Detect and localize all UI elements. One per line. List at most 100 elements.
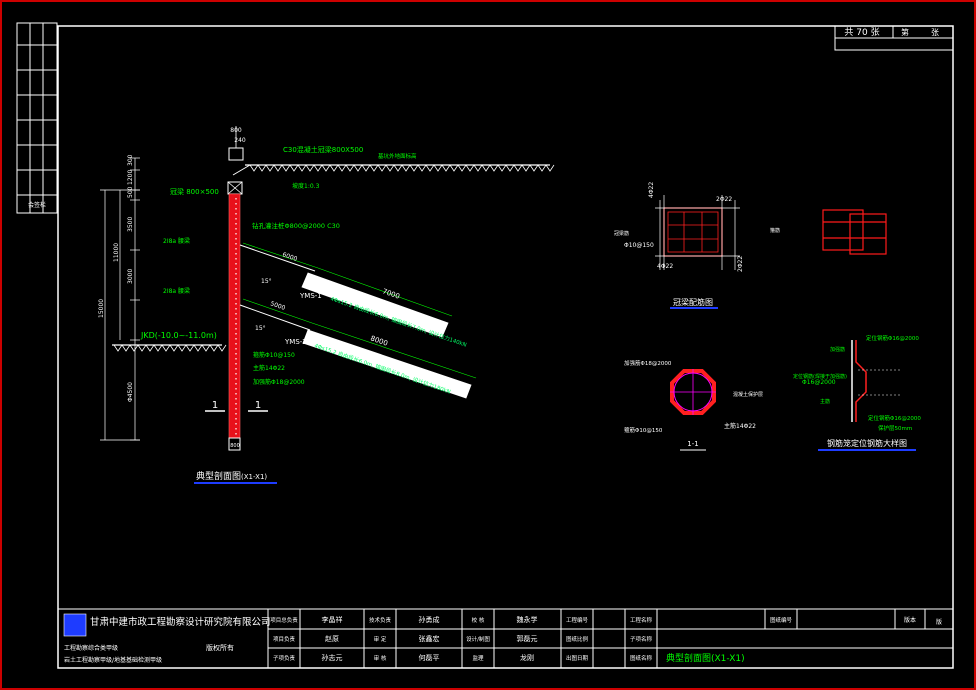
- detail-text-5: 主筋: [820, 398, 830, 405]
- pile-rebar-mark: [235, 433, 237, 435]
- title-block-name: 郭磊元: [517, 634, 538, 643]
- pile-rebar-mark: [235, 403, 237, 405]
- soil-hatch-mark: [249, 164, 259, 172]
- rebar-detail-title: 钢筋笼定位钢筋大样图: [827, 438, 907, 448]
- circle-right-label: 混凝土保护层: [733, 391, 763, 398]
- ground-hatch-bottom: [113, 344, 227, 352]
- field-label2-0: 工程名称: [630, 616, 653, 624]
- level-text: JKD(-10.0~-11.0m): [140, 331, 217, 340]
- soil-hatch-mark: [217, 344, 227, 352]
- title-block-role: 项目负责: [273, 635, 296, 643]
- pile-rebar-mark: [235, 383, 237, 385]
- soil-hatch-mark: [337, 164, 347, 172]
- title-block-role: 项目总负责: [270, 616, 298, 624]
- soil-hatch-mark: [321, 164, 331, 172]
- pile-rebar-mark: [235, 313, 237, 315]
- soil-hatch-mark: [129, 344, 139, 352]
- capbeam-side-bar: 2Φ22: [737, 256, 744, 272]
- soil-hatch-mark: [193, 344, 203, 352]
- pile-rebar-mark: [235, 353, 237, 355]
- soil-hatch-mark: [145, 344, 155, 352]
- pile-rebar-mark: [235, 348, 237, 350]
- circle-rebar-2: 箍筋Φ10@150: [624, 426, 663, 434]
- detail-text-2: 加强筋: [830, 346, 845, 353]
- dim-11000: 11000: [113, 243, 120, 262]
- capbeam-right-label: 箍筋: [770, 227, 780, 234]
- slope-line: [232, 164, 251, 176]
- title-block-name: 赵原: [325, 634, 339, 643]
- soil-hatch-mark: [497, 164, 507, 172]
- title-block-name: 孙勇成: [419, 615, 440, 624]
- soil-hatch-mark: [385, 164, 395, 172]
- pile-rebar-mark: [235, 323, 237, 325]
- dim-1200: 1200: [127, 170, 134, 185]
- pile-rebar-mark: [235, 393, 237, 395]
- company-logo: [63, 613, 87, 637]
- pile-rebar-mark: [235, 318, 237, 320]
- circle-section-title: 1-1: [687, 440, 698, 448]
- pile-rebar-mark: [235, 198, 237, 200]
- capbeam-bottom-bar: 4Φ22: [657, 263, 673, 270]
- pile-rebar-mark: [235, 233, 237, 235]
- dim-4500: Φ4500: [127, 382, 134, 402]
- soil-hatch-mark: [345, 164, 355, 172]
- soil-hatch-mark: [433, 164, 443, 172]
- pile-rebar-mark: [235, 388, 237, 390]
- soil-hatch-mark: [505, 164, 515, 172]
- anchor-2-bond-zone: [302, 329, 472, 399]
- pile-rebar-mark: [235, 328, 237, 330]
- capbeam-top-bar: 4Φ22: [648, 182, 655, 198]
- pile-rebar-mark: [235, 228, 237, 230]
- pile-rebar-mark: [235, 263, 237, 265]
- pile-rebar-mark: [235, 398, 237, 400]
- soil-hatch-mark: [281, 164, 291, 172]
- anchor-1-free-line: [239, 244, 316, 272]
- soil-hatch-mark: [537, 164, 547, 172]
- anchor-2-free-line: [239, 304, 311, 331]
- pile-rebar-mark: [235, 423, 237, 425]
- detail-text-4: Φ16@2000: [802, 379, 836, 386]
- soil-hatch-mark: [305, 164, 315, 172]
- capbeam-stirrup: Φ10@150: [624, 242, 654, 249]
- cert-2: 岩土工程勘察甲级/地基基础检测甲级: [64, 656, 162, 664]
- surface-note: 基坑外地面标高: [378, 152, 417, 160]
- soil-hatch-mark: [465, 164, 475, 172]
- pile-rebar-mark: [235, 428, 237, 430]
- cap-width-dim: 800: [230, 127, 242, 134]
- soil-hatch-mark: [161, 344, 171, 352]
- rights: 版权所有: [206, 643, 234, 652]
- pile-rebar-mark: [235, 368, 237, 370]
- soil-hatch-mark: [481, 164, 491, 172]
- side-signature-strip: [16, 22, 58, 214]
- soil-hatch-mark: [137, 344, 147, 352]
- field-label-2: 出图日期: [566, 654, 589, 662]
- pile-rebar-mark: [235, 273, 237, 275]
- soil-hatch-mark: [153, 344, 163, 352]
- row2-label: 2Ⅰ8a 腰梁: [163, 287, 190, 295]
- pile-rebar-mark: [235, 303, 237, 305]
- drawing-no-label: 图纸编号: [770, 616, 793, 624]
- pile-rebar-mark: [235, 278, 237, 280]
- pile-rebar-mark: [235, 283, 237, 285]
- soil-hatch-mark: [297, 164, 307, 172]
- pile-rebar-mark: [235, 248, 237, 250]
- dim-3000: 3000: [127, 269, 134, 284]
- pile-rebar-mark: [235, 333, 237, 335]
- circle-section: 加强筋Φ18@2000 箍筋Φ10@150 主筋14Φ22 混凝土保护层 1-1: [624, 359, 763, 451]
- soil-hatch-mark: [417, 164, 427, 172]
- left-dimension-chain: [100, 157, 140, 441]
- slope-ratio: 坡度1:0.3: [292, 182, 320, 190]
- sheet-total: 共 70 张: [844, 27, 879, 38]
- soil-hatch-mark: [185, 344, 195, 352]
- title-block-name: 孙志元: [322, 653, 343, 662]
- pile-rebar-mark: [235, 253, 237, 255]
- pile-rebar-marks: [235, 198, 237, 435]
- pile-text: 钻孔灌注桩Φ800@2000 C30: [252, 221, 340, 230]
- soil-hatch-mark: [201, 344, 211, 352]
- section-mark-left: 1: [212, 400, 218, 411]
- pile-rebar-mark: [235, 418, 237, 420]
- soil-hatch-mark: [257, 164, 267, 172]
- pile-rebar-mark: [235, 373, 237, 375]
- pile-rebar-mark: [235, 338, 237, 340]
